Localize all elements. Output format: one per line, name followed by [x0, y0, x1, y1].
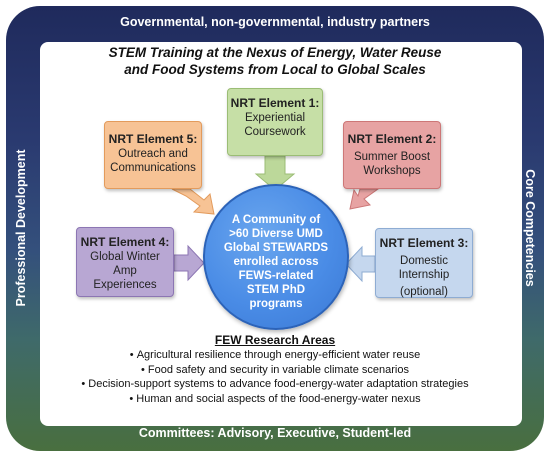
arrow-element-4 — [173, 244, 205, 282]
research-areas-title: FEW Research Areas — [214, 333, 336, 347]
nrt-element-5-line1: Outreach and — [118, 148, 188, 160]
nrt-element-4-line3: Experiences — [93, 279, 157, 291]
nrt-element-5-line2: Communications — [110, 162, 196, 174]
nrt-element-1-heading: NRT Element 1: — [230, 96, 320, 110]
community-circle — [203, 184, 349, 330]
arrow-element-2 — [349, 188, 380, 210]
nrt-element-3-box: NRT Element 3: Domestic Internship (opti… — [375, 228, 473, 298]
community-line-2: >60 Diverse UMD — [229, 228, 323, 240]
nrt-element-5-box: NRT Element 5: Outreach and Communicatio… — [104, 121, 202, 189]
diagram-title-line2: and Food Systems from Local to Global Sc… — [124, 62, 426, 77]
nrt-element-3-line3: (optional) — [400, 286, 448, 298]
community-line-7: programs — [249, 298, 303, 310]
frame-bottom-label: Committees: Advisory, Executive, Student… — [138, 426, 412, 440]
nrt-element-2-box: NRT Element 2: Summer Boost Workshops — [343, 121, 441, 189]
nrt-element-1-line2: Coursework — [244, 126, 306, 138]
arrow-element-3 — [345, 245, 376, 283]
nrt-element-4-box: NRT Element 4: Global Winter Amp Experie… — [76, 227, 174, 297]
nrt-element-2-line1: Summer Boost — [353, 151, 431, 163]
community-line-1: A Community of — [231, 214, 321, 226]
nrt-element-3-heading: NRT Element 3: — [379, 236, 469, 250]
community-line-5: FEWS-related — [238, 270, 314, 282]
nrt-element-4-heading: NRT Element 4: — [80, 235, 170, 249]
research-areas-list: Agricultural resilience through energy-e… — [34, 348, 516, 406]
research-area-item: Human and social aspects of the food-ene… — [34, 392, 516, 407]
frame-top-label: Governmental, non-governmental, industry… — [120, 15, 430, 29]
arrow-element-5 — [171, 188, 215, 215]
nrt-element-1-line1: Experiential — [244, 112, 306, 124]
research-area-item: Agricultural resilience through energy-e… — [34, 348, 516, 363]
community-circle-text: A Community of >60 Diverse UMD Global ST… — [203, 213, 349, 311]
nrt-element-3-line2: Internship — [398, 269, 450, 281]
research-area-item: Food safety and security in variable cli… — [34, 363, 516, 378]
community-line-3: Global STEWARDS — [223, 242, 329, 254]
diagram-title: STEM Training at the Nexus of Energy, Wa… — [34, 44, 516, 78]
nrt-element-4-line2: Amp — [113, 265, 137, 277]
nrt-element-1-box: NRT Element 1: Experiential Coursework — [227, 88, 323, 156]
nrt-element-4-line1: Global Winter — [90, 251, 160, 263]
nrt-element-2-heading: NRT Element 2: — [347, 132, 437, 146]
community-line-6: STEM PhD — [246, 284, 306, 296]
research-area-item: Decision-support systems to advance food… — [34, 377, 516, 392]
diagram-title-line1: STEM Training at the Nexus of Energy, Wa… — [108, 45, 442, 60]
community-line-4: enrolled across — [233, 256, 319, 268]
nrt-element-5-heading: NRT Element 5: — [108, 132, 198, 146]
arrow-element-1 — [254, 155, 296, 191]
nrt-element-2-line2: Workshops — [363, 165, 421, 177]
nrt-element-3-line1: Domestic — [400, 255, 448, 267]
